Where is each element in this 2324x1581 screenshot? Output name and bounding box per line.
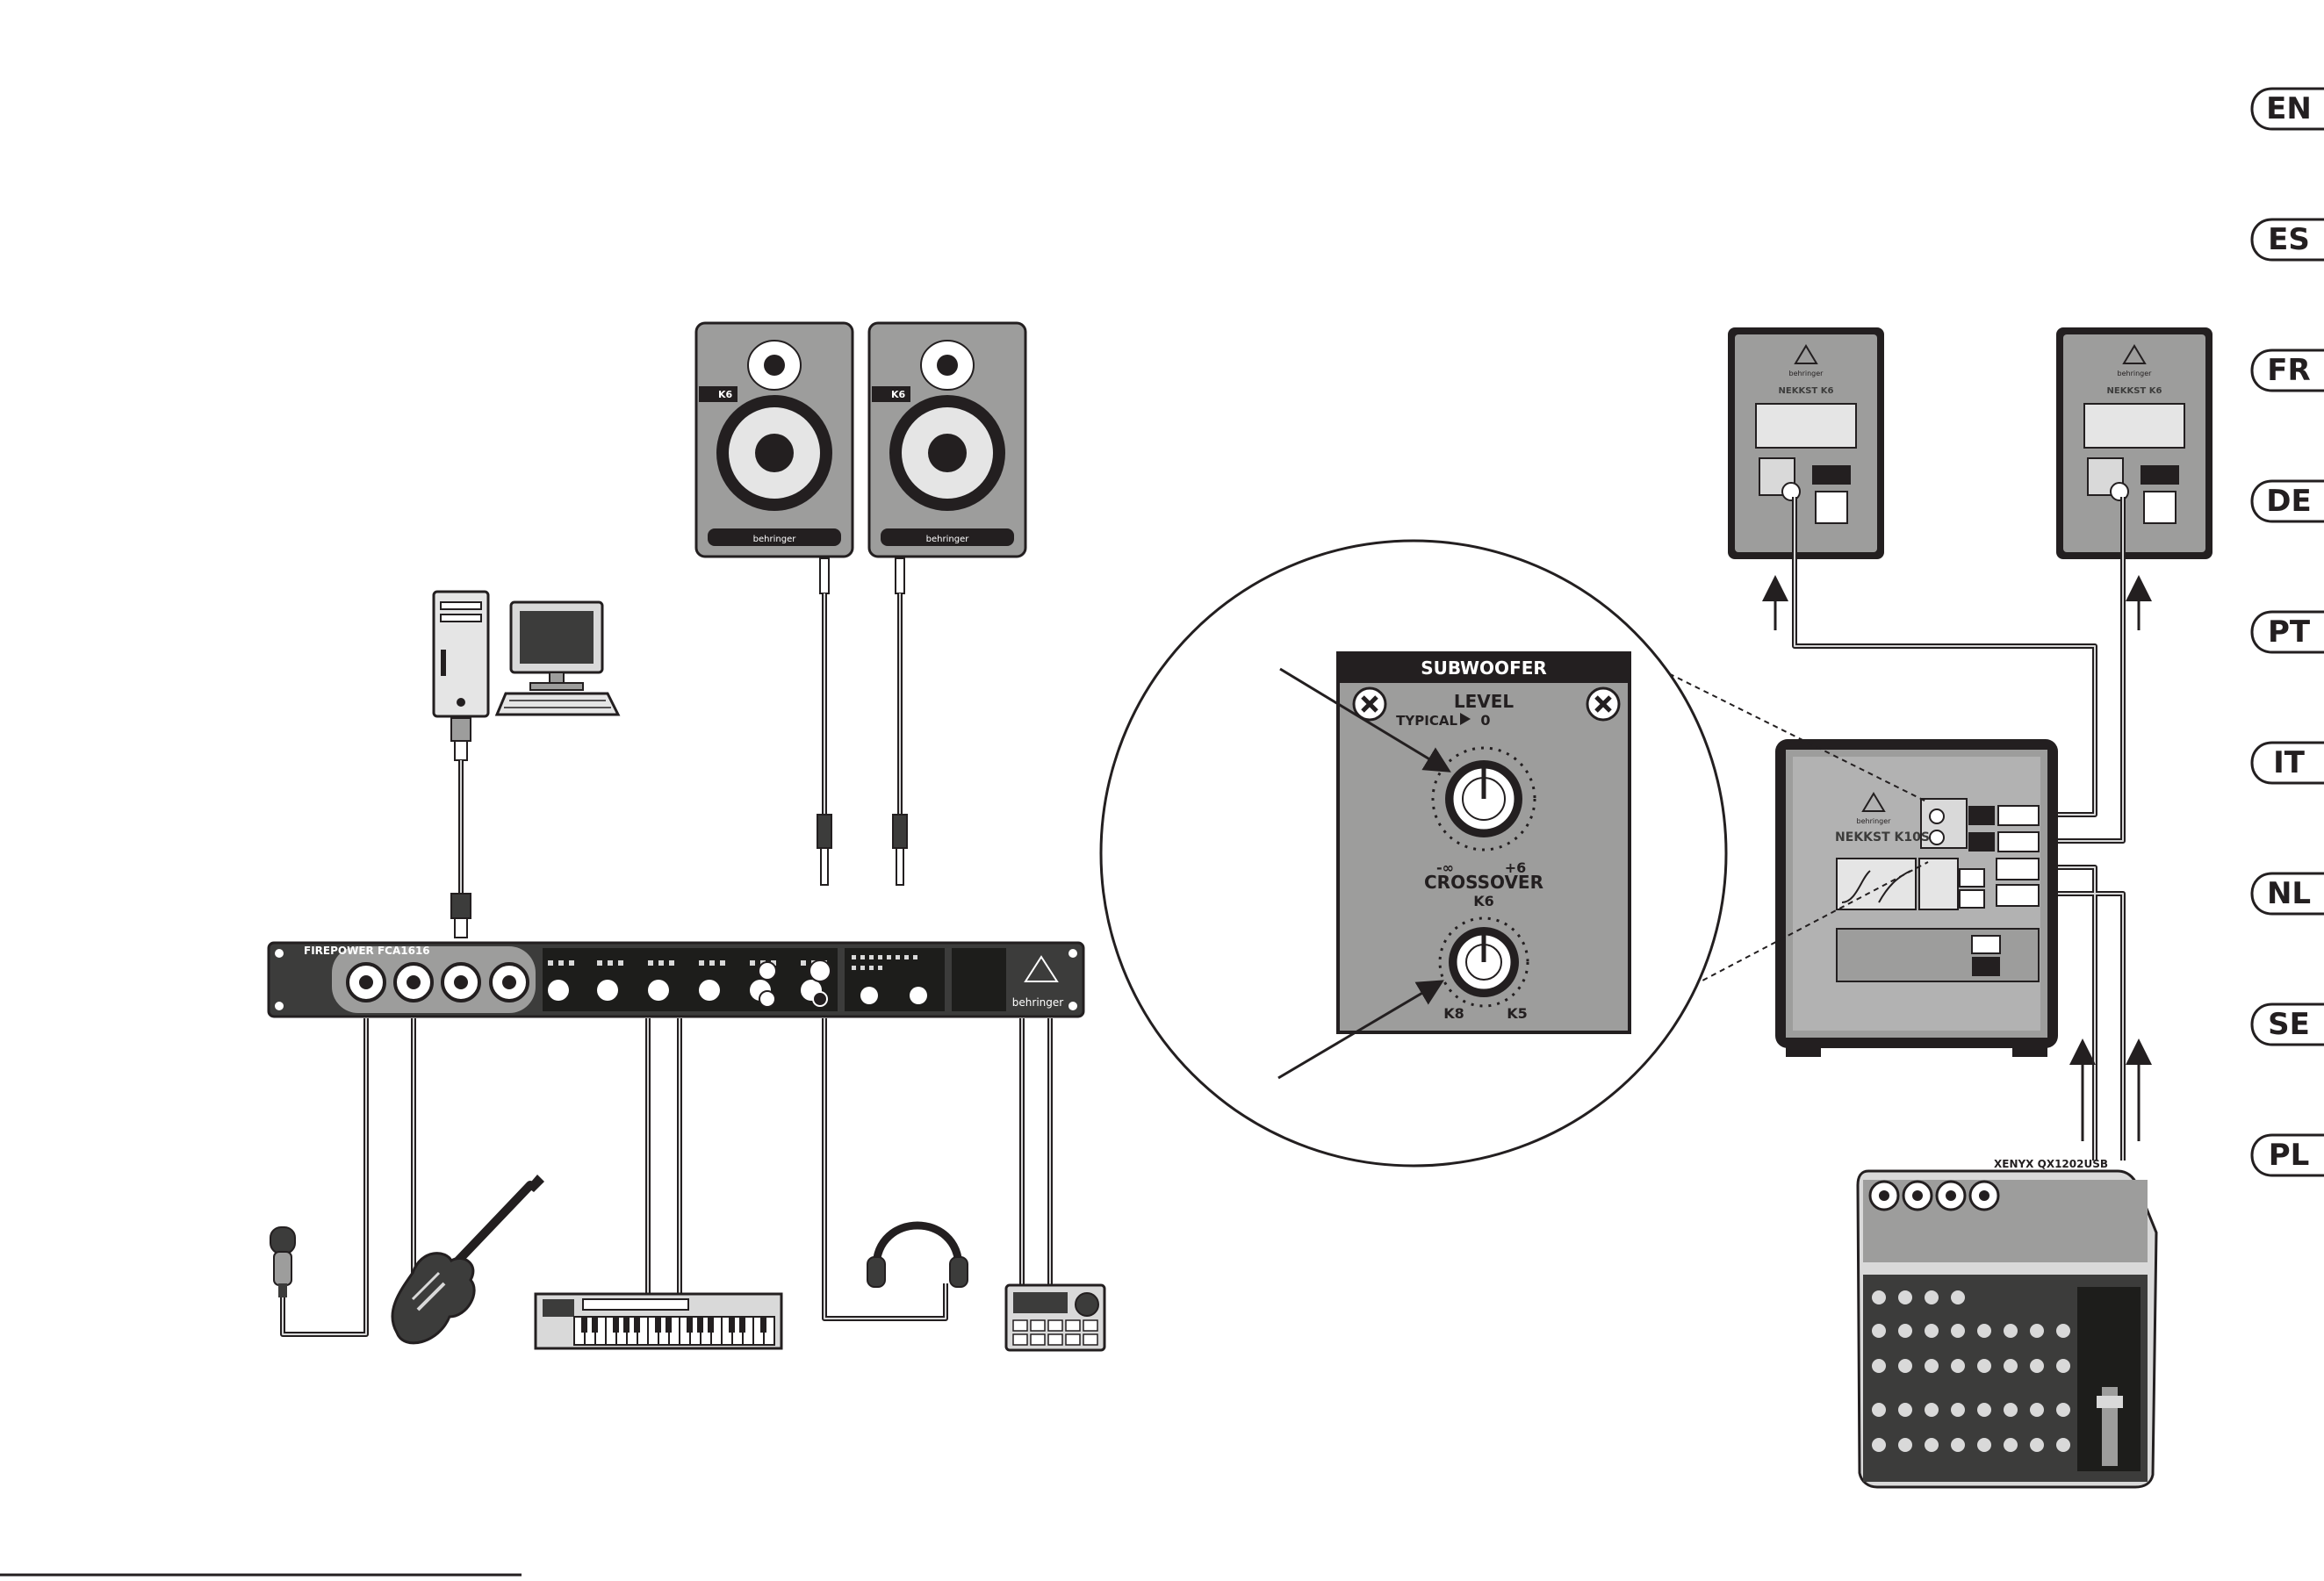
- monitor-left-brand: behringer: [753, 535, 797, 544]
- midi-keyboard-icon: [536, 1294, 781, 1348]
- language-tab-label: IT: [2260, 745, 2318, 780]
- language-tab-label: PT: [2260, 614, 2318, 650]
- language-tab-pl[interactable]: PL: [2249, 1133, 2324, 1177]
- rear-monitor-right-brand: behringer: [2118, 370, 2153, 377]
- typical-value: 0: [1480, 712, 1490, 729]
- subwoofer-brand-label: behringer: [1857, 817, 1892, 825]
- language-tab-se[interactable]: SE: [2249, 1002, 2324, 1046]
- language-tab-label: DE: [2260, 484, 2318, 519]
- language-tab-fr[interactable]: FR: [2249, 349, 2324, 392]
- level-label: LEVEL: [1454, 691, 1515, 712]
- microphone-icon: [270, 1227, 295, 1297]
- language-tab-label: EN: [2260, 91, 2318, 126]
- rear-monitor-left-model: NEKKST K6: [1779, 386, 1834, 396]
- language-tab-label: FR: [2260, 353, 2318, 388]
- keyboard-icon: [497, 693, 618, 715]
- language-tab-de[interactable]: DE: [2249, 479, 2324, 523]
- language-tab-label: SE: [2260, 1007, 2318, 1042]
- language-tab-pt[interactable]: PT: [2249, 610, 2324, 654]
- language-tab-label: NL: [2260, 876, 2318, 911]
- studio-monitor-left-front: [696, 323, 853, 557]
- monitor-jack-cables: [817, 558, 907, 885]
- language-tab-nl[interactable]: NL: [2249, 872, 2324, 916]
- monitor-right-brand: behringer: [926, 535, 970, 544]
- interface-brand-label: behringer: [1012, 996, 1063, 1009]
- subwoofer-panel-title: SUBWOOFER: [1421, 658, 1547, 679]
- monitor-right-badge: K6: [891, 389, 906, 400]
- subwoofer-model-label: NEKKST K10S: [1835, 830, 1930, 844]
- computer-monitor-icon: [511, 602, 602, 690]
- typical-label: TYPICAL: [1396, 713, 1457, 729]
- interface-bottom-cables: [283, 1018, 1050, 1334]
- drum-machine-icon: [1006, 1285, 1104, 1350]
- studio-monitor-right-front: [869, 323, 1025, 557]
- rear-monitor-left-brand: behringer: [1789, 370, 1824, 377]
- studio-monitor-left-rear: [1728, 327, 1884, 559]
- language-tab-it[interactable]: IT: [2249, 741, 2324, 785]
- subwoofer-unit: [1775, 739, 2058, 1057]
- rear-monitor-right-model: NEKKST K6: [2107, 386, 2162, 396]
- monitor-left-badge: K6: [718, 389, 733, 400]
- language-tab-es[interactable]: ES: [2249, 218, 2324, 262]
- studio-monitor-right-rear: [2056, 327, 2212, 559]
- crossover-left-label: K8: [1443, 1005, 1464, 1022]
- mixer-model-label: XENYX QX1202USB: [1994, 1158, 2108, 1170]
- headphones-icon: [867, 1225, 968, 1287]
- computer-tower-icon: [434, 592, 488, 716]
- mixer-console: [1858, 1171, 2156, 1487]
- crossover-label: CROSSOVER: [1424, 872, 1543, 893]
- interface-model-label: FIREPOWER FCA1616: [304, 945, 430, 957]
- language-tab-en[interactable]: EN: [2249, 87, 2324, 131]
- language-tab-label: ES: [2260, 222, 2318, 257]
- crossover-right-label: K5: [1507, 1005, 1528, 1022]
- crossover-top-label: K6: [1473, 893, 1494, 909]
- language-tab-label: PL: [2260, 1138, 2318, 1173]
- usb-cable: [451, 718, 471, 938]
